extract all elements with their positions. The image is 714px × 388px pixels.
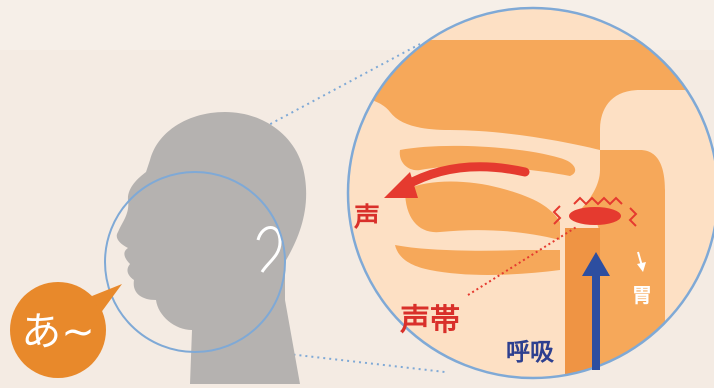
lower-jaw bbox=[395, 245, 560, 275]
magnified-circle-border bbox=[346, 6, 714, 380]
label-breathing: 呼吸 bbox=[506, 338, 554, 366]
connector-line-top bbox=[174, 43, 421, 176]
tongue bbox=[405, 181, 560, 240]
head-silhouette bbox=[116, 112, 307, 384]
vibration-zigzag-left bbox=[552, 205, 562, 225]
label-voice: 声 bbox=[354, 203, 380, 233]
vocal-cords bbox=[569, 207, 621, 225]
vibration-zigzag-right bbox=[628, 207, 638, 227]
nasal-cavity bbox=[348, 40, 714, 150]
stomach-arrowhead bbox=[637, 262, 646, 272]
palate bbox=[399, 145, 576, 176]
label-stomach: 胃 bbox=[632, 283, 652, 307]
vibration-zigzag-top bbox=[573, 196, 623, 206]
label-vocal-cords: 声帯 bbox=[400, 303, 460, 338]
small-focus-circle bbox=[104, 171, 286, 353]
voice-arrowhead bbox=[384, 172, 418, 198]
speech-bubble-tail bbox=[92, 284, 122, 314]
breath-arrowhead bbox=[582, 252, 610, 276]
ear-outline bbox=[256, 226, 282, 273]
speech-bubble-text: あ~ bbox=[21, 309, 95, 355]
voice-arrow bbox=[400, 162, 530, 191]
speech-bubble bbox=[10, 282, 106, 378]
vocal-cord-pointer bbox=[467, 225, 579, 296]
